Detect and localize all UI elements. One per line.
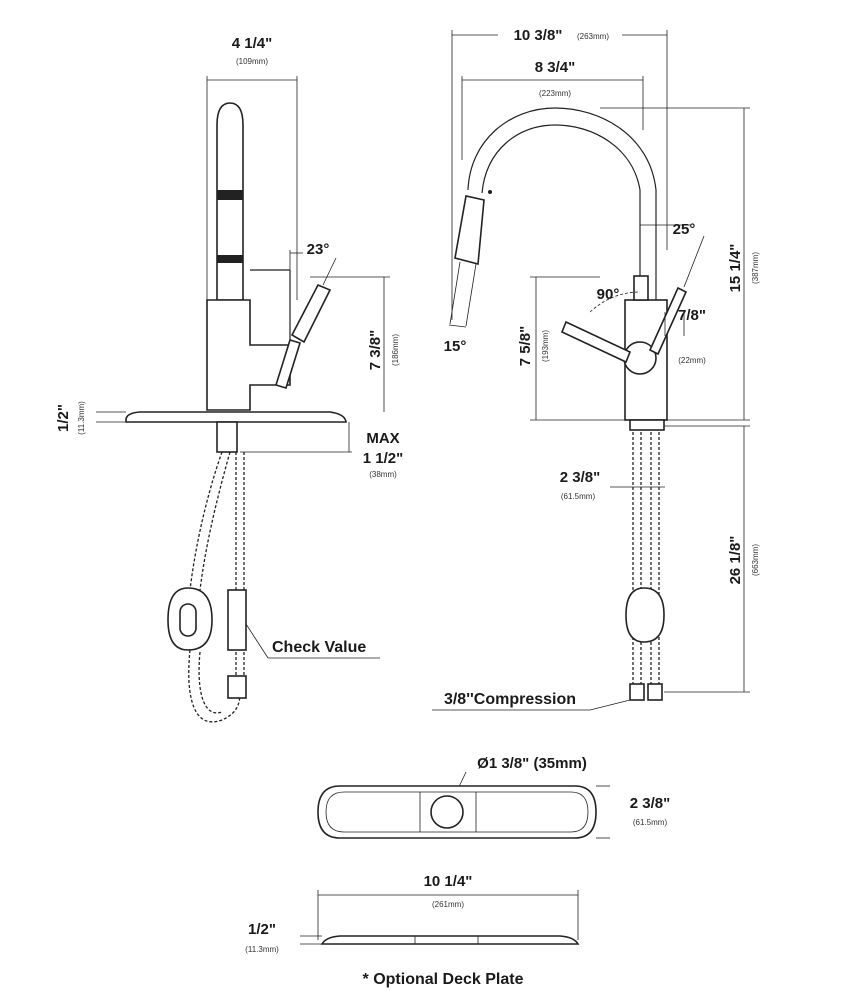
side-handle: 23°: [274, 241, 337, 389]
front-handle-height-mm-label: (193mm): [541, 330, 550, 362]
front-overall-reach-label: 10 3/8": [514, 27, 563, 44]
side-width-mm-label: (109mm): [236, 57, 268, 66]
side-plate-thickness-label: 1/2": [55, 404, 72, 432]
side-deck-plate: 1/2" (11.3mm): [55, 401, 347, 435]
side-plate-thickness-mm-label: (11.3mm): [77, 401, 86, 435]
side-handle-height-label: 7 3/8": [367, 330, 384, 370]
deck-thickness-mm-label: (11.3mm): [245, 945, 279, 954]
front-overall-reach-mm-label: (263mm): [577, 32, 609, 41]
max-deck-label: 1 1/2": [363, 450, 403, 467]
front-hose-weight: [625, 587, 665, 643]
front-spout-reach-mm-label: (223mm): [539, 89, 571, 98]
side-hoses: [187, 421, 247, 723]
side-spout-body: [206, 102, 291, 411]
deck-height-dimension: 2 3/8" (61.5mm): [596, 785, 670, 839]
deck-plate-side: 1/2" (11.3mm): [245, 921, 580, 954]
front-spray-head: [454, 195, 485, 266]
front-spout-reach-label: 8 3/4": [535, 59, 575, 76]
front-supply-length-label: 26 1/8": [727, 536, 744, 585]
front-base-dimension: 2 3/8" (61.5mm): [560, 469, 665, 501]
deck-height-label: 2 3/8": [630, 795, 670, 812]
side-width-label: 4 1/4": [232, 35, 272, 52]
check-valve: [227, 589, 247, 651]
compression-callout: 3/8''Compression: [432, 691, 631, 711]
side-handle-height-dimension: 7 3/8" (186mm): [310, 276, 400, 412]
check-valve-label: Check Value: [272, 639, 366, 656]
front-overall-height-mm-label: (387mm): [751, 252, 760, 284]
max-deck-mm-label: (38mm): [369, 470, 397, 479]
front-handle-angle-label: 25°: [673, 221, 696, 238]
front-supply-length-mm-label: (663mm): [751, 544, 760, 576]
front-base-label: 2 3/8": [560, 469, 600, 486]
compression-label: 3/8''Compression: [444, 691, 576, 708]
deck-hole-label: Ø1 3/8" (35mm): [477, 755, 587, 772]
side-width-dimension: 4 1/4" (109mm): [206, 35, 298, 300]
front-handle: 90° 25°: [560, 221, 705, 364]
deck-plate-view: Ø1 3/8" (35mm) 2 3/8" (61.5mm) 10 1/4" (…: [245, 755, 670, 988]
deck-height-mm-label: (61.5mm): [633, 818, 668, 827]
front-handle-height-dimension: 7 5/8" (193mm): [517, 276, 625, 421]
front-supply-length-dimension: 26 1/8" (663mm): [664, 425, 760, 693]
max-label: MAX: [366, 430, 399, 447]
front-view: 10 3/8" (263mm) 8 3/4" (223mm) 15°: [432, 25, 760, 711]
deck-length-mm-label: (261mm): [432, 900, 464, 909]
check-valve-callout: Check Value: [245, 623, 380, 659]
deck-mount-hole: [430, 795, 464, 829]
side-hose-weight: [167, 587, 213, 651]
side-view: 4 1/4" (109mm) 23° 7 3/8" (186mm): [55, 35, 403, 723]
front-handle-offset-mm-label: (22mm): [678, 356, 706, 365]
deck-plate-caption: * Optional Deck Plate: [363, 971, 524, 988]
front-overall-height-label: 15 1/4": [727, 244, 744, 293]
front-overall-reach-dimension: 10 3/8" (263mm): [451, 25, 668, 320]
front-handle-offset-label: 7/8": [678, 307, 706, 324]
deck-plate-top: [317, 785, 597, 839]
side-max-deck-dimension: MAX 1 1/2" (38mm): [240, 422, 403, 479]
spray-head-band: [217, 255, 243, 263]
deck-thickness-label: 1/2": [248, 921, 276, 938]
front-handle-offset-dimension: 7/8" (22mm): [664, 307, 706, 365]
side-handle-height-mm-label: (186mm): [391, 334, 400, 366]
deck-length-dimension: 10 1/4" (261mm): [317, 873, 579, 940]
front-base-mm-label: (61.5mm): [561, 492, 596, 501]
front-spout-reach-dimension: 8 3/4" (223mm): [461, 59, 644, 160]
front-handle-height-label: 7 5/8": [517, 326, 534, 366]
deck-length-label: 10 1/4": [424, 873, 473, 890]
front-body: [623, 275, 668, 421]
spout-band: [217, 190, 243, 200]
front-rotation-angle-label: 90°: [597, 286, 620, 303]
front-spray-angle-label: 15°: [444, 338, 467, 355]
front-supply-lines: [625, 419, 665, 701]
side-handle-angle-label: 23°: [307, 241, 330, 258]
front-overall-height-dimension: 15 1/4" (387mm): [600, 107, 760, 421]
front-gooseneck: 15°: [444, 107, 657, 355]
